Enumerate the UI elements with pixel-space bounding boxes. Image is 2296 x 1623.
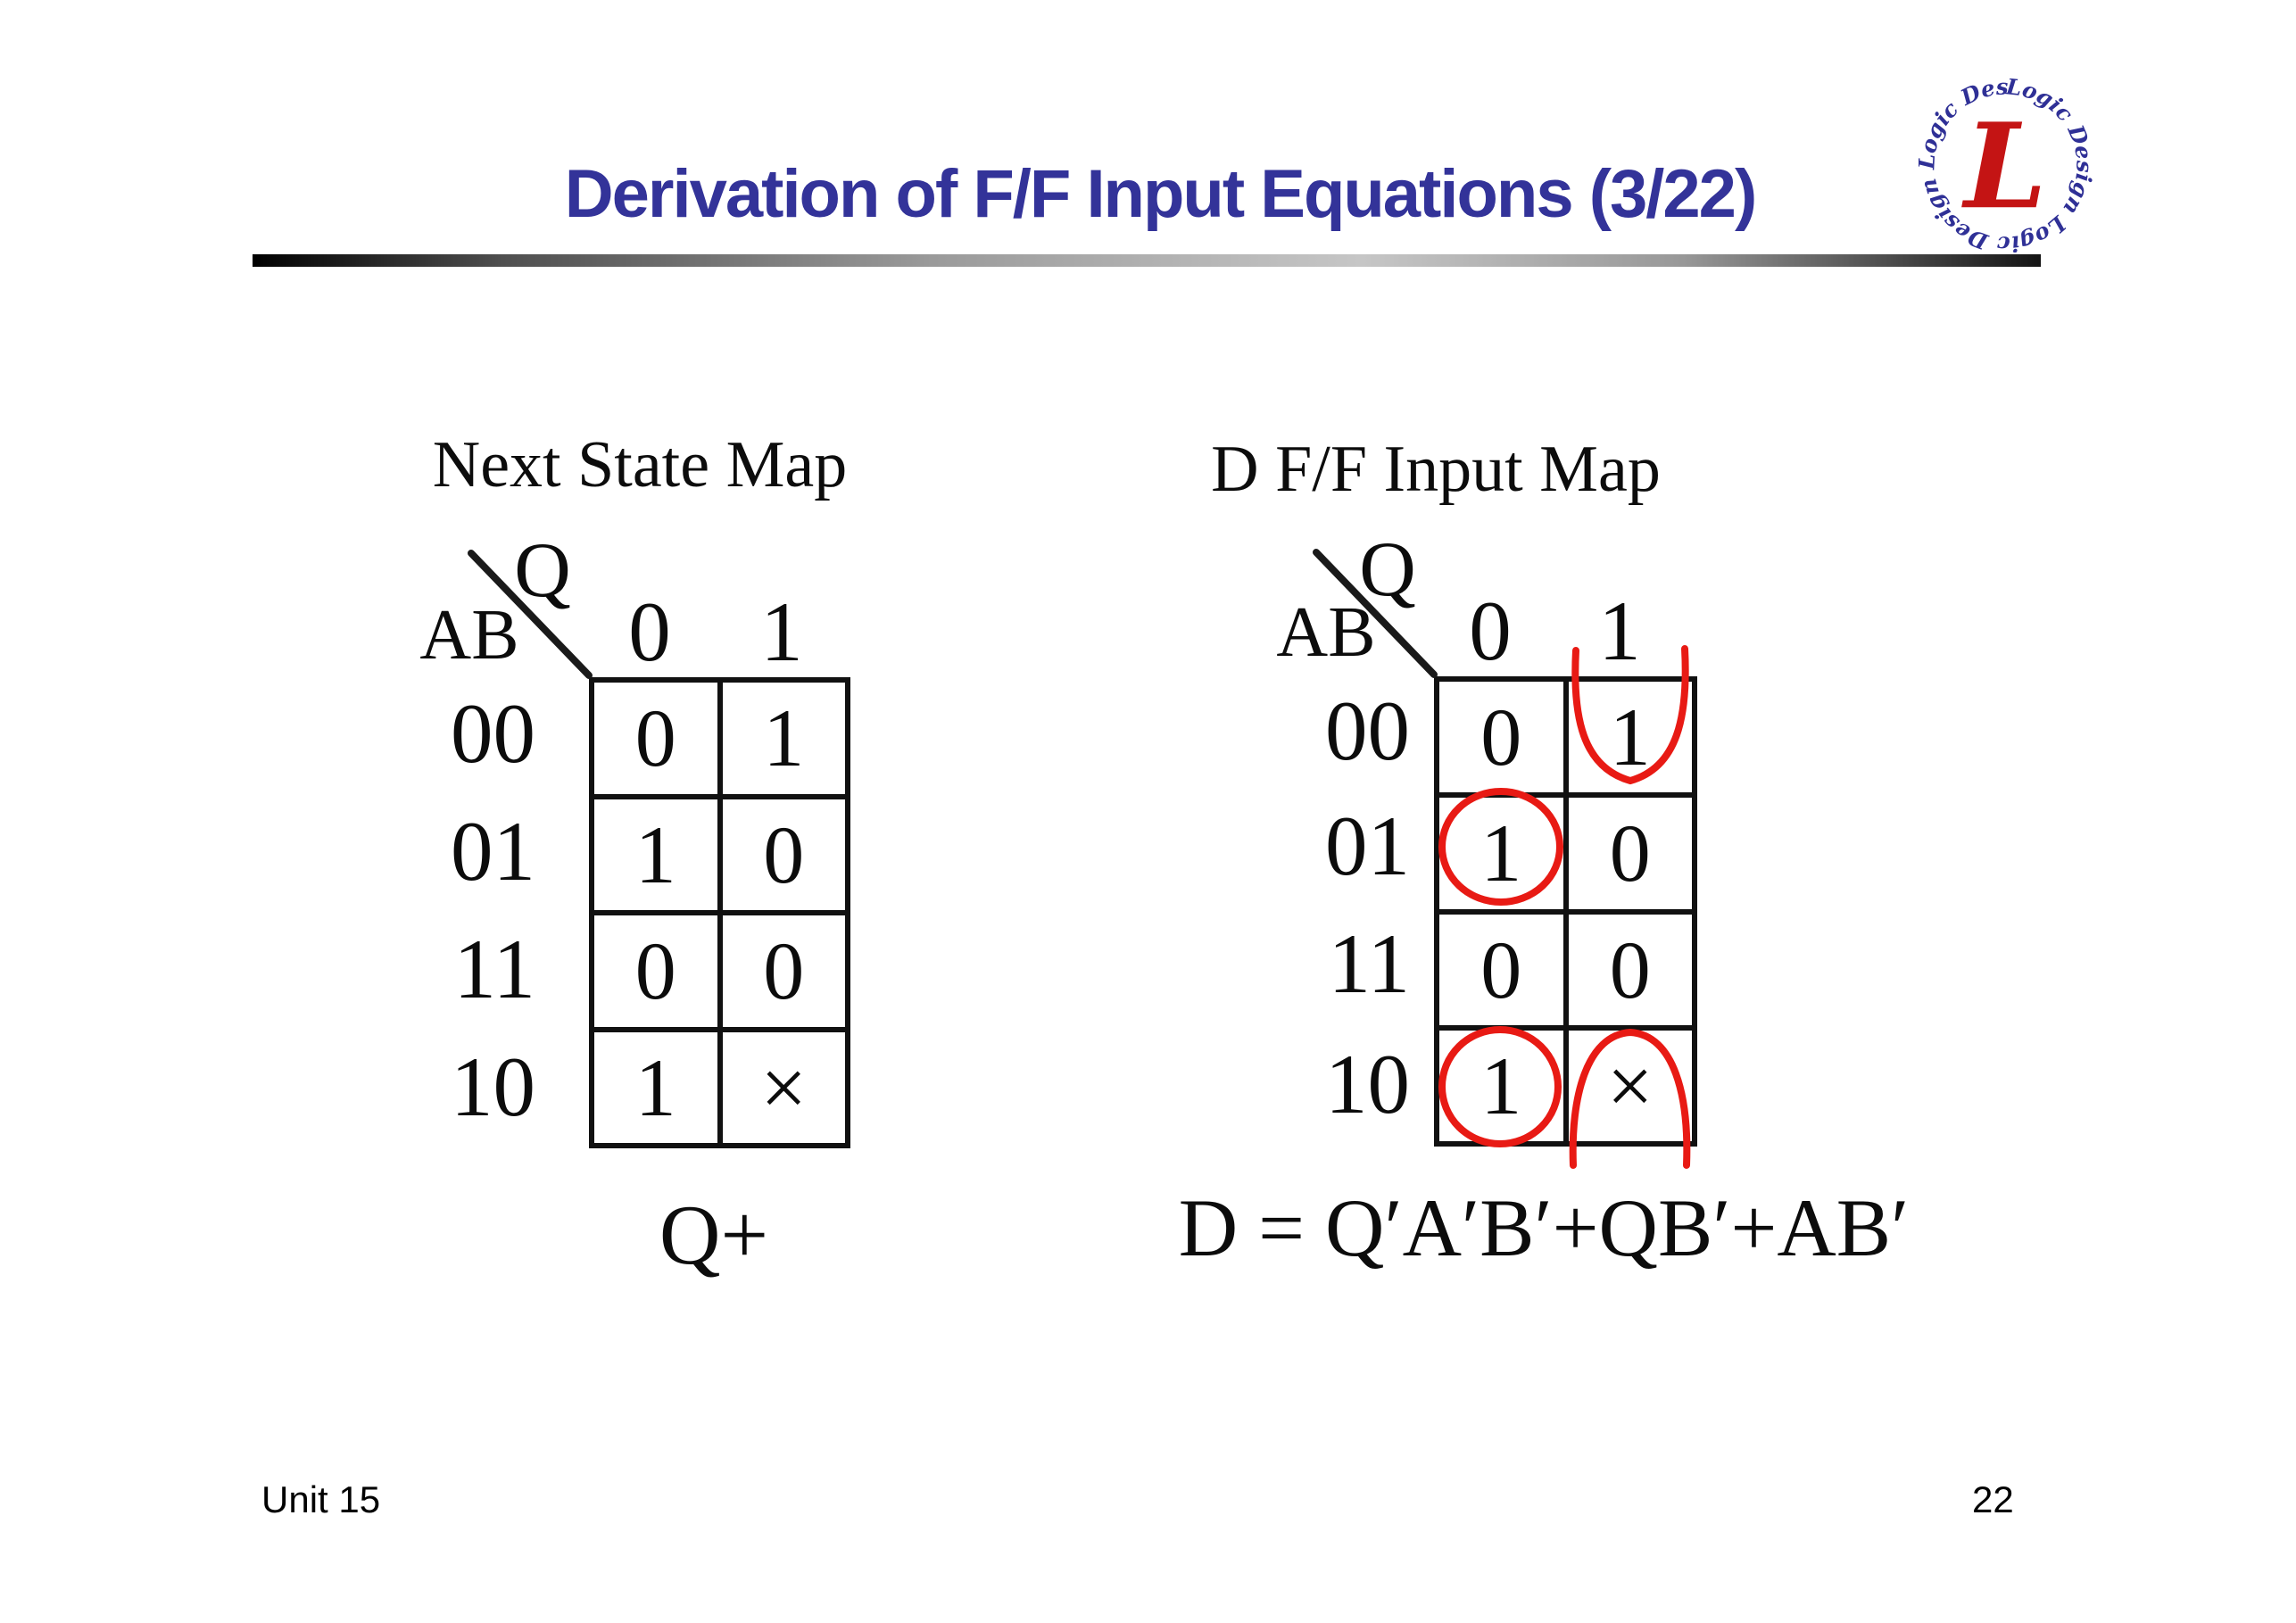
right-map-ab-label: AB xyxy=(1276,593,1376,672)
left-map-col-header-0: 0 xyxy=(628,584,671,679)
left-map-ab-label: AB xyxy=(419,596,519,675)
right-map-col-header-1: 1 xyxy=(1598,584,1641,678)
kmap-cell: × xyxy=(719,1029,848,1146)
kmap-cell: 1 xyxy=(592,796,720,913)
right-map-title: D F/F Input Map xyxy=(1211,433,1661,506)
right-map-row-header-00: 00 xyxy=(1325,683,1410,778)
footer-unit-label: Unit 15 xyxy=(261,1478,381,1520)
left-map-row-header-11: 11 xyxy=(453,922,535,1016)
left-map-col-header-1: 1 xyxy=(760,584,803,679)
d-input-equation: D = Q′A′B′+QB′+AB′ xyxy=(1178,1182,1910,1273)
kmap-cell: 0 xyxy=(592,913,720,1030)
kmap-cell: × xyxy=(1565,1027,1695,1144)
right-map-row-header-10: 10 xyxy=(1325,1037,1410,1131)
logic-design-logo: Logic Design Logic Design Logic Design L xyxy=(1919,79,2093,253)
logo-monogram: L xyxy=(1960,97,2047,236)
title-underline xyxy=(253,254,2041,267)
left-map-title: Next State Map xyxy=(432,428,848,501)
left-map-row-header-00: 00 xyxy=(451,686,535,781)
kmap-cell: 1 xyxy=(1437,795,1566,912)
kmap-cell: 0 xyxy=(1565,795,1695,912)
left-kmap-grid: 0 1 1 0 0 0 1 × xyxy=(589,677,850,1148)
right-map-col-header-0: 0 xyxy=(1469,584,1512,678)
footer-page-number: 22 xyxy=(1972,1478,2014,1520)
left-map-caption: Q+ xyxy=(659,1188,769,1282)
kmap-cell: 0 xyxy=(1565,911,1695,1028)
kmap-cell: 0 xyxy=(1437,911,1566,1028)
right-map-row-header-01: 01 xyxy=(1325,799,1410,893)
kmap-cell: 0 xyxy=(1437,679,1566,796)
kmap-cell: 0 xyxy=(592,680,720,797)
left-map-row-header-01: 01 xyxy=(451,804,535,898)
right-kmap-grid: 0 1 1 0 0 0 1 × xyxy=(1434,676,1697,1147)
kmap-cell: 1 xyxy=(719,680,848,797)
kmap-cell: 1 xyxy=(1437,1027,1566,1144)
left-map-row-header-10: 10 xyxy=(451,1039,535,1134)
kmap-cell: 1 xyxy=(592,1029,720,1146)
right-map-row-header-11: 11 xyxy=(1328,916,1410,1011)
page-title: Derivation of F/F Input Equations (3/22) xyxy=(564,156,1758,232)
kmap-cell: 1 xyxy=(1565,679,1695,796)
kmap-cell: 0 xyxy=(719,913,848,1030)
kmap-cell: 0 xyxy=(719,796,848,913)
